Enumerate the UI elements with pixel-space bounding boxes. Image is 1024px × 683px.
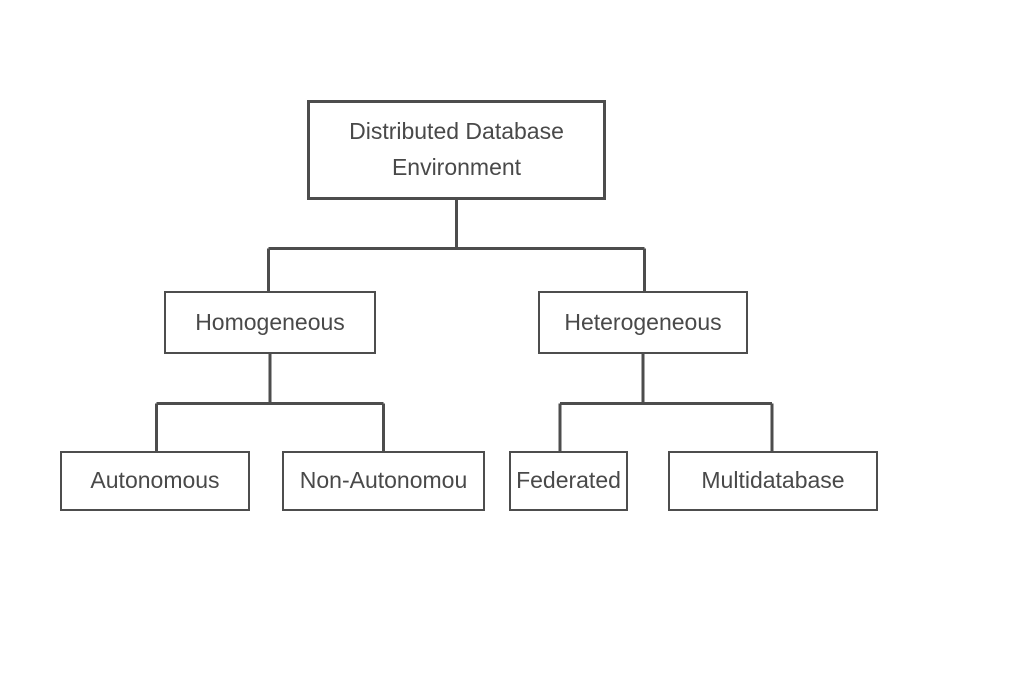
node-label: Distributed Database Environment: [349, 118, 564, 180]
node-autonomous: Autonomous: [60, 451, 250, 511]
connector-heterogeneous-to-children: [558, 354, 774, 451]
node-federated: Federated: [509, 451, 628, 511]
node-label: Multidatabase: [701, 467, 845, 494]
node-label: Heterogeneous: [564, 308, 722, 335]
node-heterogeneous: Heterogeneous: [538, 291, 748, 354]
node-distributed-database-environment: Distributed Database Environment: [307, 100, 606, 200]
node-label: Homogeneous: [195, 308, 345, 335]
node-multidatabase: Multidatabase: [668, 451, 878, 511]
connector-root-to-level2: [267, 200, 646, 291]
node-label: Federated: [516, 467, 621, 494]
connector-homogeneous-to-children: [155, 354, 385, 451]
node-homogeneous: Homogeneous: [164, 291, 376, 354]
node-label: Non-Autonomou: [299, 467, 468, 494]
node-label: Autonomous: [90, 467, 220, 494]
node-non-autonomous: Non-Autonomou: [282, 451, 485, 511]
